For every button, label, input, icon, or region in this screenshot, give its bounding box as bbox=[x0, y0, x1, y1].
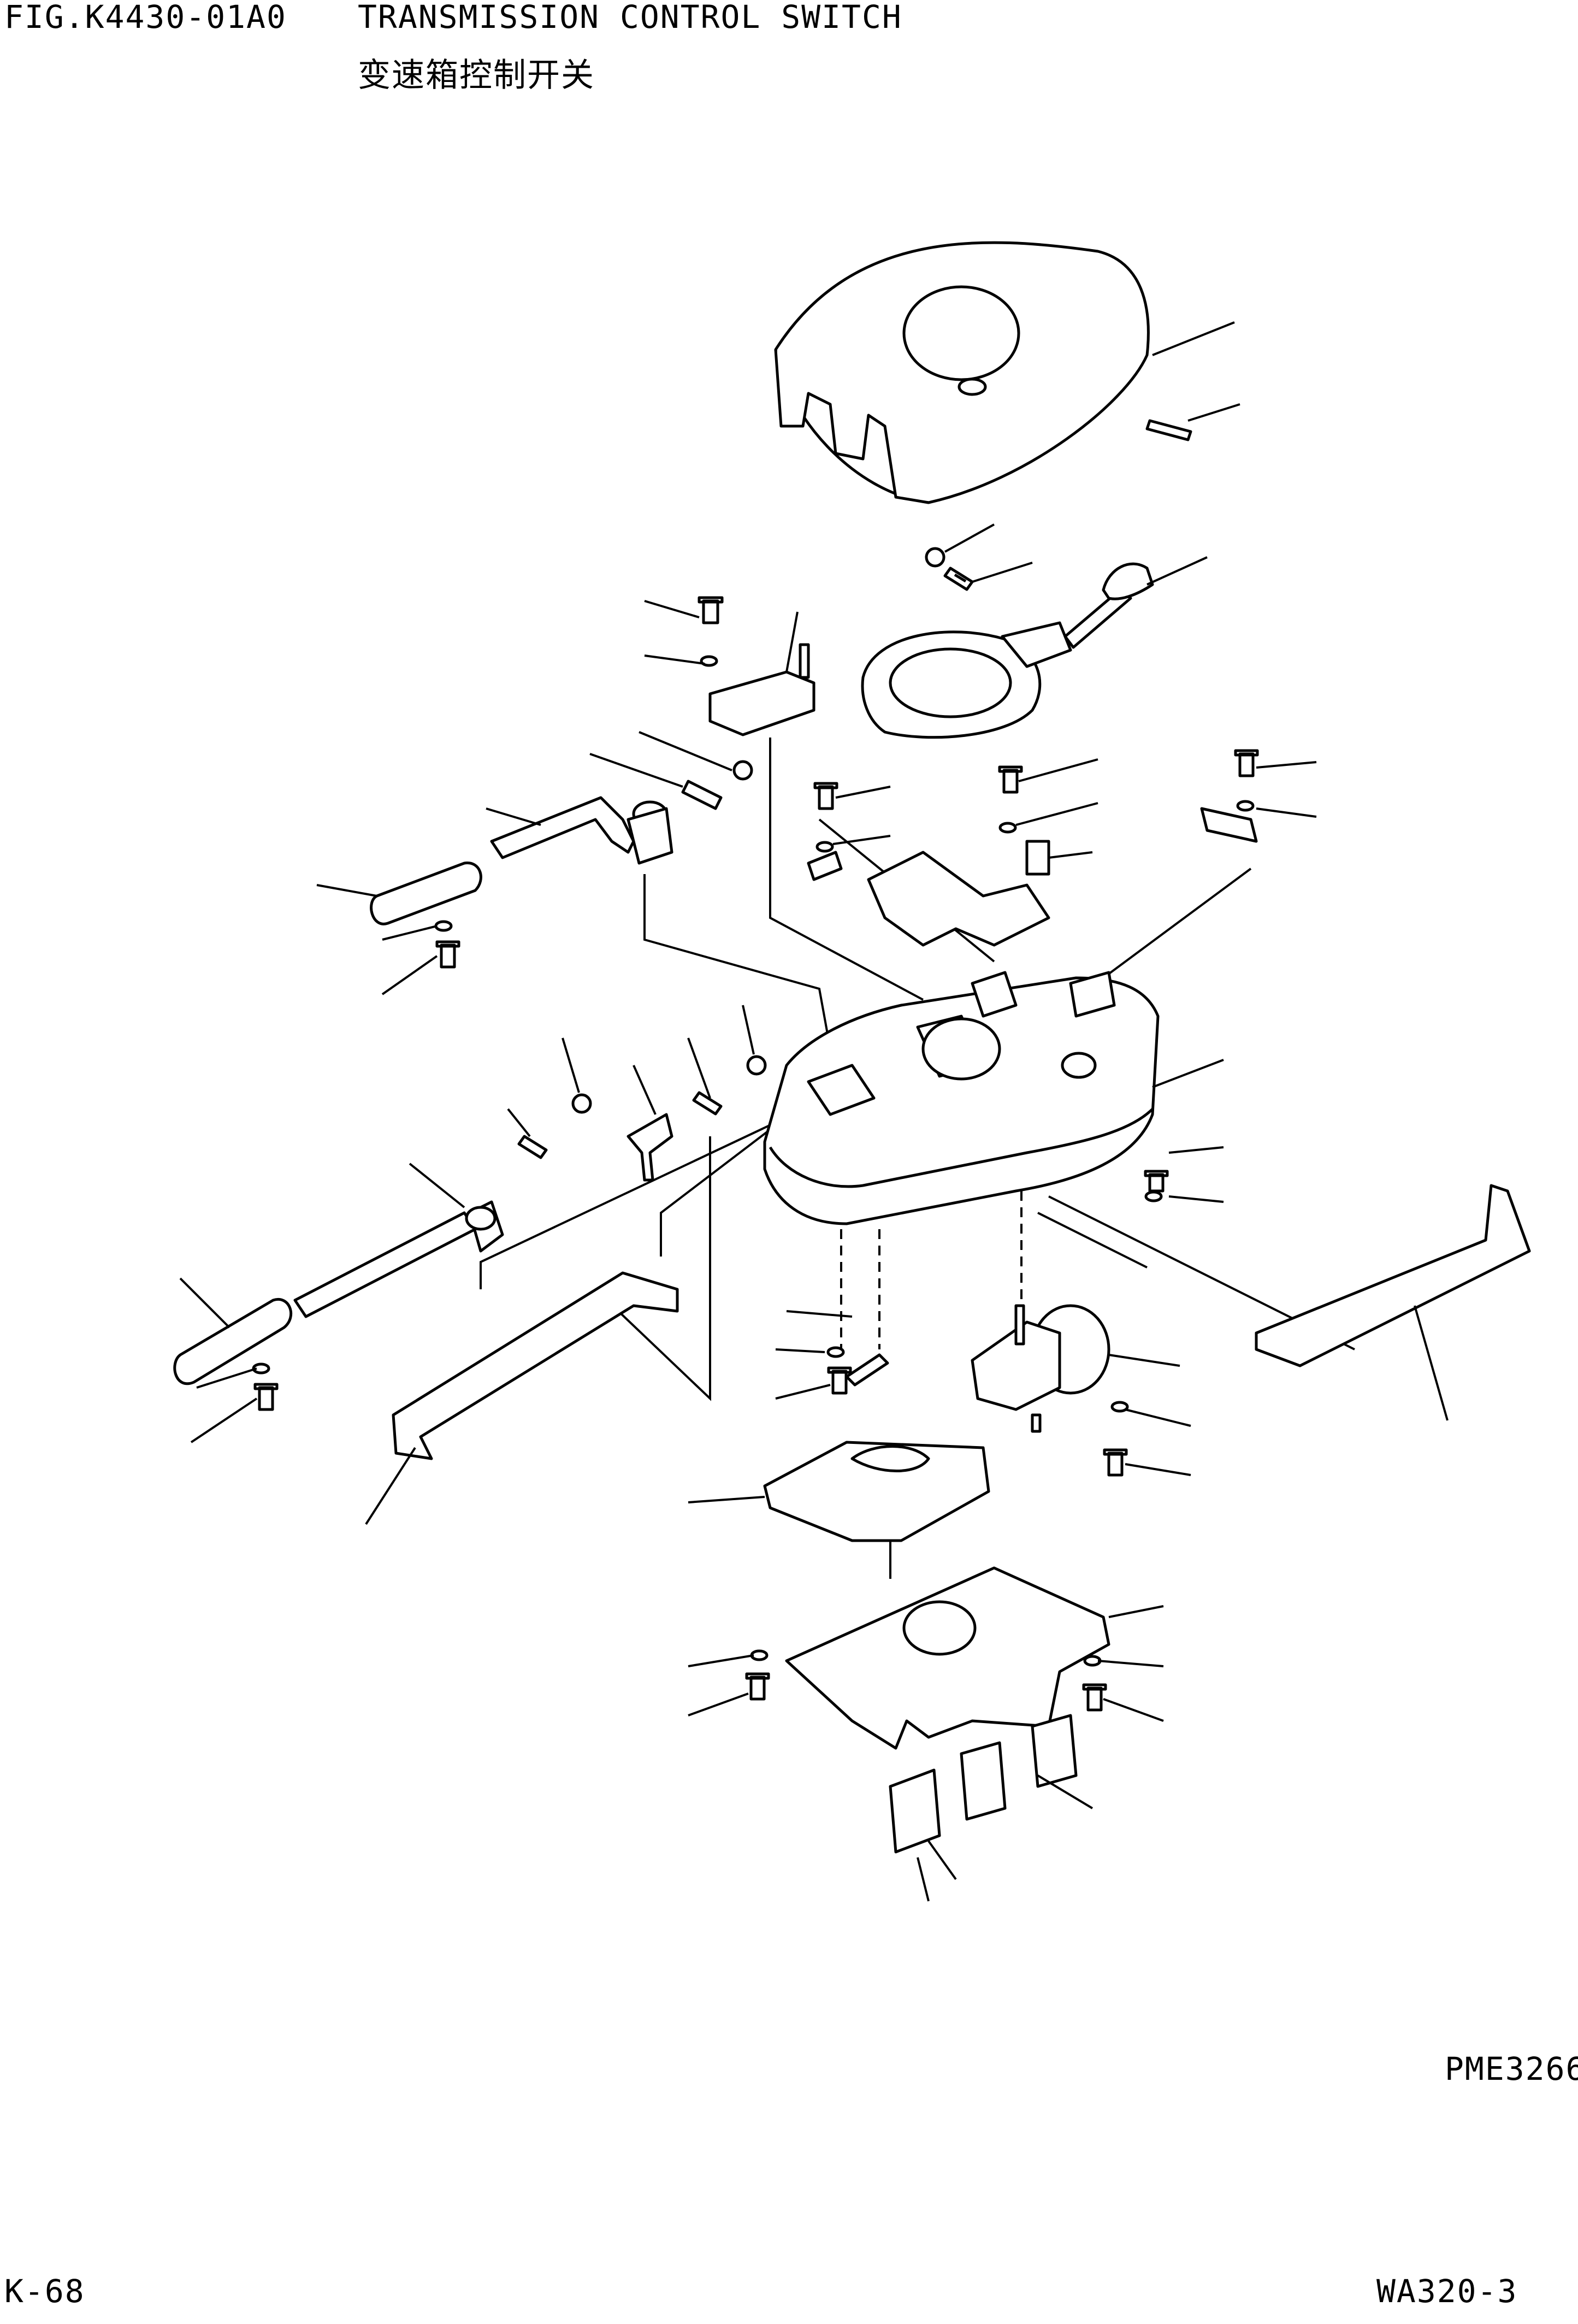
clip bbox=[1200, 807, 1258, 843]
detent-ball-left bbox=[732, 760, 753, 781]
detent-ball-lower-2 bbox=[571, 1093, 592, 1114]
shift-lever-holder bbox=[861, 562, 1154, 739]
bottom-plate bbox=[785, 1566, 1110, 1750]
diagram-title-chinese: 变速箱控制开关 bbox=[358, 56, 595, 95]
leader-lines bbox=[179, 321, 1449, 1902]
page-number: K-68 bbox=[4, 2273, 85, 2310]
top-cover bbox=[774, 241, 1150, 504]
potentiometer bbox=[971, 1304, 1110, 1433]
left-bracket-bar bbox=[392, 1271, 679, 1460]
small-plate bbox=[807, 851, 843, 881]
detent-cam bbox=[627, 1113, 673, 1182]
upper-micro-switch bbox=[708, 643, 815, 736]
gasket bbox=[867, 851, 1050, 947]
cover-screw bbox=[1145, 419, 1192, 441]
diagram-title-english: TRANSMISSION CONTROL SWITCH bbox=[358, 0, 902, 36]
switch-housing bbox=[763, 971, 1160, 1225]
detent-spring bbox=[943, 567, 974, 591]
screws-and-washers bbox=[252, 596, 1259, 1712]
machine-model: WA320-3 bbox=[1376, 2273, 1518, 2310]
pin bbox=[1025, 840, 1050, 876]
drawing-reference-code: PME3266 bbox=[1445, 2050, 1578, 2087]
detent-spring-lower-1 bbox=[692, 1091, 723, 1116]
connectors bbox=[889, 1714, 1078, 1854]
lower-lever bbox=[173, 1200, 504, 1385]
right-bracket-bar bbox=[1255, 1184, 1531, 1367]
detent-spring-lower-2 bbox=[517, 1135, 548, 1159]
detent-spring-left bbox=[681, 780, 723, 810]
figure-number: FIG.K4430-01A0 bbox=[4, 0, 287, 36]
upper-lever bbox=[370, 796, 673, 925]
link-pin bbox=[845, 1353, 889, 1387]
switch-bracket bbox=[763, 1441, 990, 1542]
detent-ball bbox=[925, 547, 945, 568]
detent-ball-lower-1 bbox=[746, 1055, 767, 1076]
